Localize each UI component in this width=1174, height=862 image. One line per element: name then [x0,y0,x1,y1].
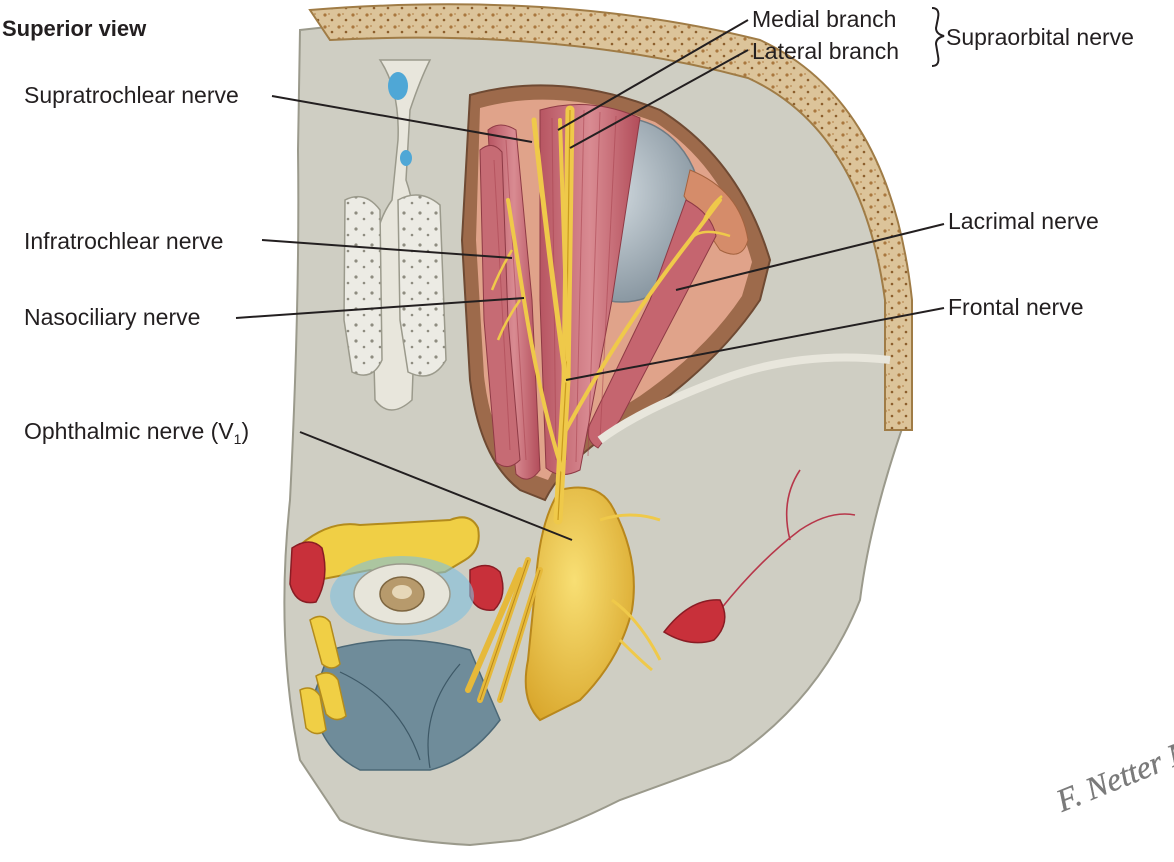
dura-fold [597,353,891,444]
csf-drop-upper [388,72,408,100]
label-nasociliary-nerve: Nasociliary nerve [24,304,201,330]
leader-supratrochlear [271,95,533,143]
signature-text: F. Netter M.D. [1050,716,1174,819]
view-title: Superior view [2,16,147,41]
label-frontal-nerve: Frontal nerve [948,294,1084,320]
label-ophthalmic-subscript: 1 [233,431,242,447]
leader-medial-branch [557,19,749,131]
medial-branch-line [558,118,570,362]
lacrimal-nerve-line [564,198,722,432]
label-supraorbital-nerve: Supraorbital nerve [946,24,1134,50]
label-supratrochlear-nerve: Supratrochlear nerve [24,82,239,108]
label-ophthalmic-text: Ophthalmic nerve (V [24,418,234,444]
leader-frontal [565,307,945,381]
leader-lacrimal [675,223,945,291]
posterior-clinoid-1 [309,615,341,669]
posterior-clinoid-3 [299,687,327,735]
supratrochlear-nerve-line [531,117,569,383]
label-lacrimal-nerve: Lacrimal nerve [948,208,1099,234]
posterior-clinoid-2 [315,672,347,721]
nasociliary-nerve-line [506,198,564,472]
carotid-artery-left [289,541,326,604]
label-medial-branch: Medial branch [752,6,897,32]
leader-lateral-branch [569,49,749,149]
foramen-spinosum [662,599,726,644]
frontal-bone [308,3,913,431]
netter-signature: F. Netter M.D. [1050,716,1174,820]
supraorbital-brace [931,7,945,67]
label-lateral-branch: Lateral branch [752,38,900,64]
leader-nasociliary [235,297,525,319]
leader-ophthalmic [299,431,573,541]
label-ophthalmic-nerve: Ophthalmic nerve (V1) [24,418,250,447]
cribriform-plate-right [397,194,447,377]
leader-lines [235,19,945,541]
middle-meningeal-artery [719,469,856,611]
label-infratrochlear-nerve: Infratrochlear nerve [24,228,224,254]
csf-drop-lower [400,150,412,166]
superior-oblique-muscle [479,145,521,467]
cribriform-plate-left [343,195,383,376]
label-ophthalmic-close: ) [241,418,250,444]
carotid-artery-right [469,564,504,611]
leader-infratrochlear [261,239,513,259]
